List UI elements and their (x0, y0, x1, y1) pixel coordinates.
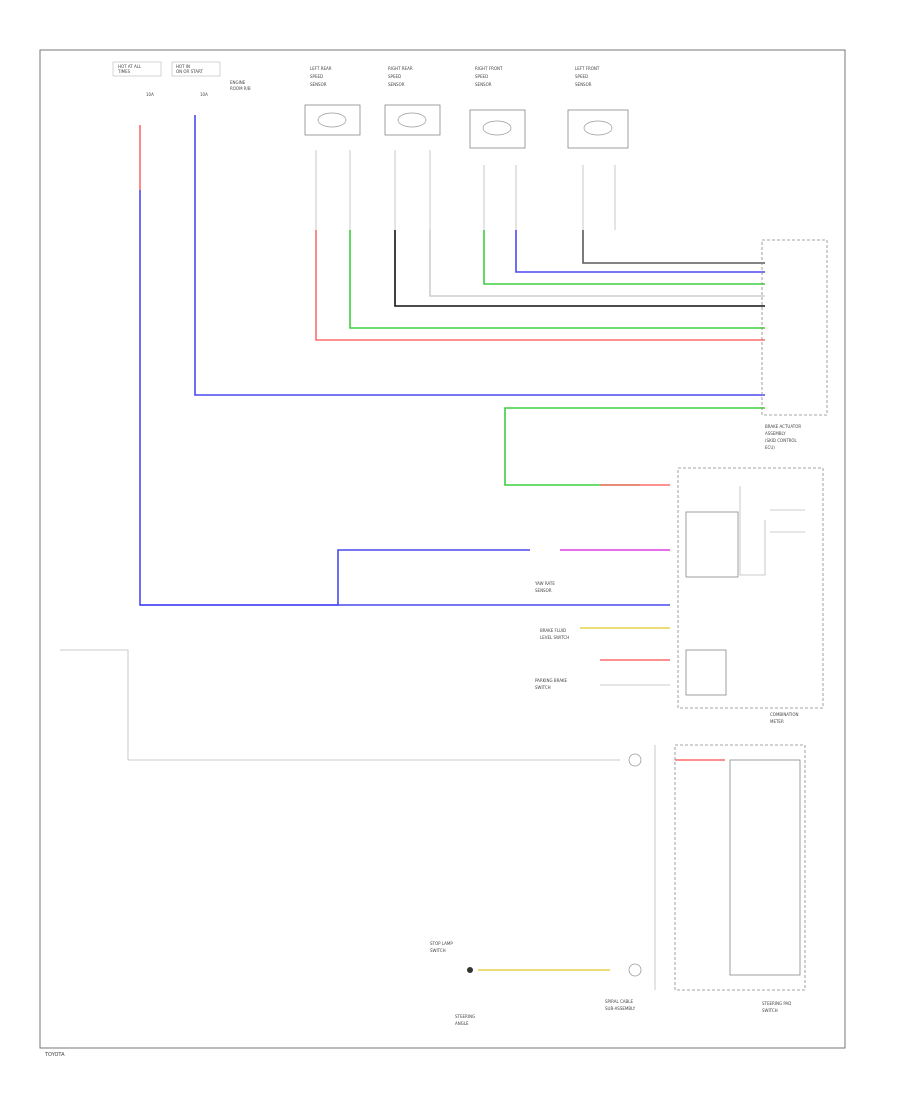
svg-text:LEVEL SWITCH: LEVEL SWITCH (540, 635, 569, 640)
svg-text:SPEED: SPEED (475, 74, 488, 79)
svg-text:SPIRAL CABLE: SPIRAL CABLE (605, 999, 633, 1004)
svg-text:10A: 10A (200, 92, 208, 97)
svg-text:RIGHT FRONT: RIGHT FRONT (475, 66, 503, 71)
svg-text:ON OR START: ON OR START (176, 69, 204, 74)
diagram-border (39, 49, 846, 1049)
svg-text:10A: 10A (146, 92, 154, 97)
svg-text:SWITCH: SWITCH (762, 1008, 778, 1013)
svg-text:LEFT REAR: LEFT REAR (310, 66, 332, 71)
svg-text:SENSOR: SENSOR (535, 588, 552, 593)
svg-text:STOP LAMP: STOP LAMP (430, 941, 453, 946)
svg-text:TIMES: TIMES (117, 69, 131, 74)
sensor-left-front: LEFT FRONT SPEED SENSOR (567, 66, 629, 149)
sensor-left-rear: LEFT REAR SPEED SENSOR (304, 66, 361, 136)
sensor-right-rear: RIGHT REAR SPEED SENSOR (384, 66, 441, 136)
svg-text:METER: METER (770, 719, 784, 724)
svg-text:SENSOR: SENSOR (475, 82, 492, 87)
svg-text:ROOM R/B: ROOM R/B (230, 86, 251, 91)
svg-text:SENSOR: SENSOR (575, 82, 592, 87)
steering-pad-switch: STEERING PAD SWITCH (628, 744, 806, 1013)
svg-text:(SKID CONTROL: (SKID CONTROL (765, 438, 798, 443)
svg-text:STEERING PAD: STEERING PAD (762, 1001, 791, 1006)
svg-text:HOT AT ALL: HOT AT ALL (118, 64, 142, 69)
svg-text:STEERING: STEERING (455, 1014, 475, 1019)
svg-text:SUB-ASSEMBLY: SUB-ASSEMBLY (605, 1006, 636, 1011)
speed-sensors: LEFT REAR SPEED SENSOR RIGHT REAR SPEED … (304, 66, 629, 149)
svg-text:SWITCH: SWITCH (430, 948, 446, 953)
svg-text:SPEED: SPEED (388, 74, 401, 79)
svg-text:LEFT FRONT: LEFT FRONT (575, 66, 600, 71)
svg-text:BRAKE ACTUATOR: BRAKE ACTUATOR (765, 424, 801, 429)
svg-text:BRAKE FLUID: BRAKE FLUID (540, 628, 566, 633)
svg-text:SPEED: SPEED (310, 74, 323, 79)
power-labels: HOT AT ALL TIMES HOT IN ON OR START 10A … (112, 61, 251, 97)
svg-text:SPEED: SPEED (575, 74, 588, 79)
colored-wires (60, 115, 765, 971)
svg-text:SENSOR: SENSOR (388, 82, 405, 87)
bottom-labels: SPIRAL CABLE SUB-ASSEMBLY STOP LAMP SWIT… (430, 581, 636, 1026)
svg-text:SENSOR: SENSOR (310, 82, 327, 87)
svg-text:PARKING BRAKE: PARKING BRAKE (535, 678, 568, 683)
svg-text:COMBINATION: COMBINATION (770, 712, 799, 717)
sensor-right-front: RIGHT FRONT SPEED SENSOR (469, 66, 526, 149)
svg-text:YAW RATE: YAW RATE (534, 581, 555, 586)
svg-text:RIGHT REAR: RIGHT REAR (388, 66, 413, 71)
svg-text:SWITCH: SWITCH (535, 685, 551, 690)
svg-text:ANGLE: ANGLE (455, 1021, 469, 1026)
sensor-wires (315, 150, 616, 230)
skid-control-ecu: BRAKE ACTUATOR ASSEMBLY (SKID CONTROL EC… (761, 239, 828, 450)
combination-meter: COMBINATION METER (677, 467, 824, 724)
footer-text: TOYOTA (44, 1052, 65, 1058)
svg-text:ENGINE: ENGINE (230, 80, 246, 85)
svg-text:HOT IN: HOT IN (176, 64, 190, 69)
svg-text:ASSEMBLY: ASSEMBLY (765, 431, 786, 436)
svg-text:ECU): ECU) (765, 445, 775, 450)
